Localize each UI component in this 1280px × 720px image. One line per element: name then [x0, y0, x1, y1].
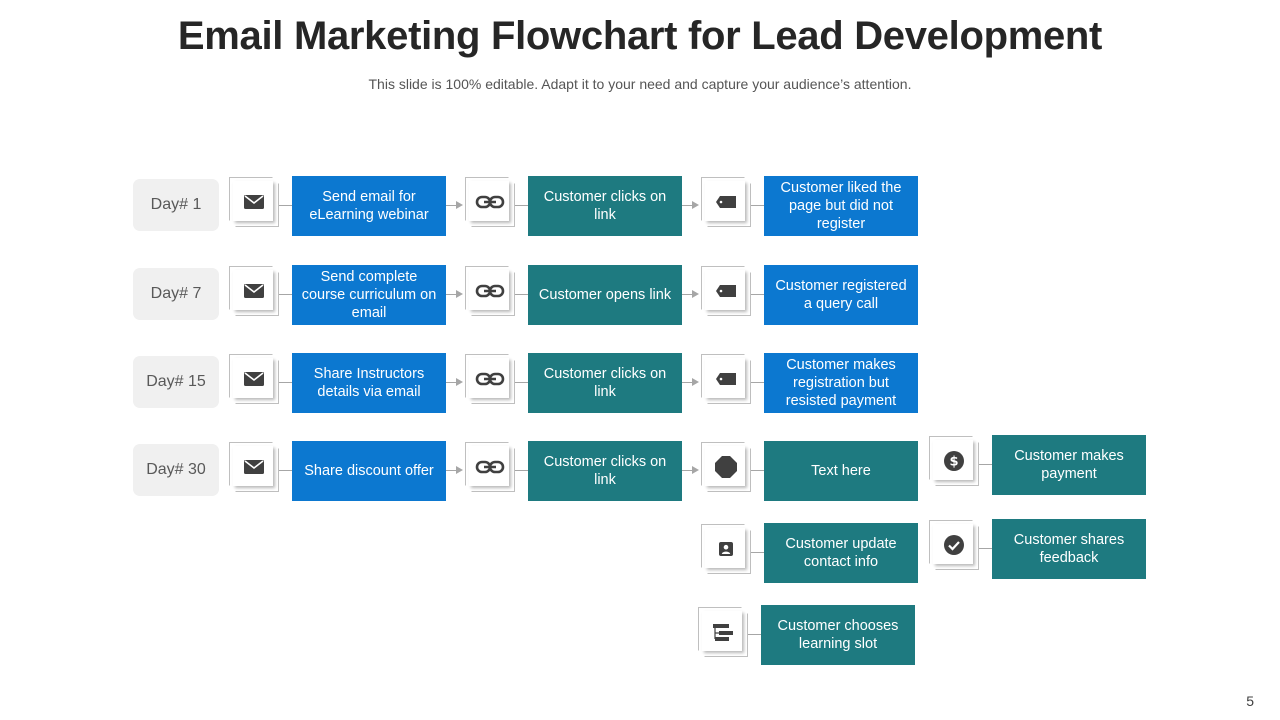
link-icon: [465, 177, 515, 227]
envelope-icon: [229, 266, 279, 316]
tag-icon: [701, 177, 751, 227]
link-icon: [465, 354, 515, 404]
contact-card-icon: [701, 524, 751, 574]
connector-line: [446, 294, 456, 295]
connector-line: [682, 205, 692, 206]
day-label-30: Day# 30: [133, 444, 219, 496]
result-step-3: Customer makes registration but resisted…: [764, 353, 918, 413]
connector-line: [682, 382, 692, 383]
connector-line: [751, 382, 764, 383]
day-label-7: Day# 7: [133, 268, 219, 320]
connector-line: [279, 382, 292, 383]
connector-line: [515, 470, 528, 471]
connector-line: [682, 294, 692, 295]
connector-line: [751, 294, 764, 295]
action-step-4: Customer clicks on link: [528, 441, 682, 501]
arrow-right: [456, 201, 463, 209]
arrow-right: [456, 466, 463, 474]
envelope-icon: [229, 442, 279, 492]
page-title: Email Marketing Flowchart for Lead Devel…: [177, 14, 1103, 58]
arrow-right: [692, 466, 699, 474]
connector-line: [515, 205, 528, 206]
connector-line: [748, 634, 761, 635]
arrow-right: [692, 378, 699, 386]
link-icon: [465, 442, 515, 492]
connector-line: [515, 294, 528, 295]
action-step-3: Customer clicks on link: [528, 353, 682, 413]
connector-line: [446, 470, 456, 471]
action-step-1: Customer clicks on link: [528, 176, 682, 236]
update-step: Customer update contact info: [764, 523, 918, 583]
connector-line: [979, 548, 992, 549]
action-step-2: Customer opens link: [528, 265, 682, 325]
connector-line: [979, 464, 992, 465]
envelope-icon: [229, 354, 279, 404]
arrow-right: [456, 290, 463, 298]
connector-line: [279, 205, 292, 206]
page-subtitle: This slide is 100% editable. Adapt it to…: [368, 76, 912, 92]
result-step-1: Customer liked the page but did not regi…: [764, 176, 918, 236]
envelope-icon: [229, 177, 279, 227]
connector-line: [446, 382, 456, 383]
connector-line: [279, 294, 292, 295]
tag-icon: [701, 266, 751, 316]
connector-line: [682, 470, 692, 471]
connector-line: [446, 205, 456, 206]
day-label-1: Day# 1: [133, 179, 219, 231]
send-step-4: Share discount offer: [292, 441, 446, 501]
hierarchy-icon: [698, 607, 748, 657]
connector-line: [751, 552, 764, 553]
connector-line: [515, 382, 528, 383]
connector-line: [751, 470, 764, 471]
arrow-right: [692, 290, 699, 298]
payment-step: Customer makes payment: [992, 435, 1146, 495]
tag-icon: [701, 354, 751, 404]
dollar-coin-icon: $: [929, 436, 979, 486]
arrow-right: [456, 378, 463, 386]
send-step-1: Send email for eLearning webinar: [292, 176, 446, 236]
send-step-3: Share Instructors details via email: [292, 353, 446, 413]
link-icon: [465, 266, 515, 316]
connector-line: [751, 205, 764, 206]
day-label-15: Day# 15: [133, 356, 219, 408]
stop-octagon-icon: [701, 442, 751, 492]
result-step-4: Text here: [764, 441, 918, 501]
result-step-2: Customer registered a query call: [764, 265, 918, 325]
svg-text:$: $: [949, 455, 958, 470]
slot-step: Customer chooses learning slot: [761, 605, 915, 665]
arrow-right: [692, 201, 699, 209]
feedback-step: Customer shares feedback: [992, 519, 1146, 579]
connector-line: [279, 470, 292, 471]
page-number: 5: [1246, 693, 1254, 709]
check-circle-icon: [929, 520, 979, 570]
send-step-2: Send complete course curriculum on email: [292, 265, 446, 325]
